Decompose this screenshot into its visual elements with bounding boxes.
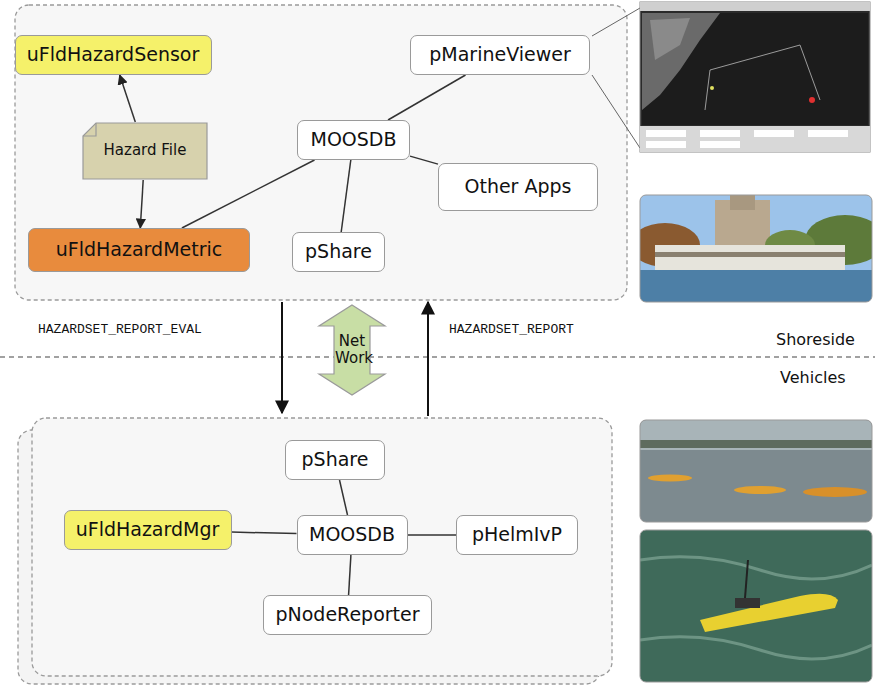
network-arrow: Net Work <box>318 304 386 396</box>
app-box: pNodeReporter <box>263 595 432 635</box>
node-text: pShare <box>302 449 369 471</box>
auv-photo <box>640 530 872 682</box>
node-text: Net Work <box>335 333 369 368</box>
node-text: uFldHazardMetric <box>56 239 222 261</box>
shoreside-container <box>15 5 627 300</box>
node-text: uFldHazardSensor <box>27 44 200 66</box>
file-shape: Hazard File <box>82 122 208 180</box>
app-box: pMarineViewer <box>410 35 590 75</box>
node-text: MOOSDB <box>309 524 395 546</box>
shore-vehicle-divider <box>0 356 875 357</box>
moosdb-box: MOOSDB <box>297 515 408 555</box>
zoom-line <box>592 75 640 148</box>
vehicle-container <box>32 418 612 676</box>
node-text: pMarineViewer <box>429 44 571 66</box>
node-text: MOOSDB <box>310 129 396 151</box>
app-box: uFldHazardMetric <box>28 228 250 272</box>
connector <box>140 180 143 228</box>
app-box: uFldHazardMgr <box>64 510 232 550</box>
node-text: uFldHazardMgr <box>76 519 220 541</box>
node-text: pHelmIvP <box>472 524 562 546</box>
viewer-screenshot <box>640 2 870 152</box>
zoom-line <box>592 8 640 36</box>
kayaks-photo <box>640 420 872 522</box>
app-box: Other Apps <box>438 163 598 211</box>
app-box: pShare <box>285 440 385 480</box>
node-text: Other Apps <box>464 176 571 198</box>
region-label: Vehicles <box>780 368 846 387</box>
moosdb-box: MOOSDB <box>297 120 410 160</box>
connector <box>340 480 348 515</box>
app-box: pHelmIvP <box>456 515 578 555</box>
connector <box>232 532 297 534</box>
connector <box>349 555 351 595</box>
node-text: pShare <box>305 241 372 263</box>
node-text: Hazard File <box>104 142 187 159</box>
down-arrow <box>281 302 283 413</box>
boathouse-photo <box>630 195 875 302</box>
connector <box>410 156 438 164</box>
node-text: pNodeReporter <box>275 604 419 626</box>
app-box: pShare <box>292 232 385 272</box>
up-arrow <box>427 302 429 416</box>
connector <box>408 534 457 536</box>
connector <box>388 75 466 120</box>
connector <box>341 160 351 232</box>
connector <box>120 75 136 122</box>
app-box: uFldHazardSensor <box>15 35 212 75</box>
region-label: Shoreside <box>776 330 855 349</box>
signal-name: HAZARDSET_REPORT <box>449 322 574 337</box>
signal-name: HAZARDSET_REPORT_EVAL <box>38 322 202 337</box>
